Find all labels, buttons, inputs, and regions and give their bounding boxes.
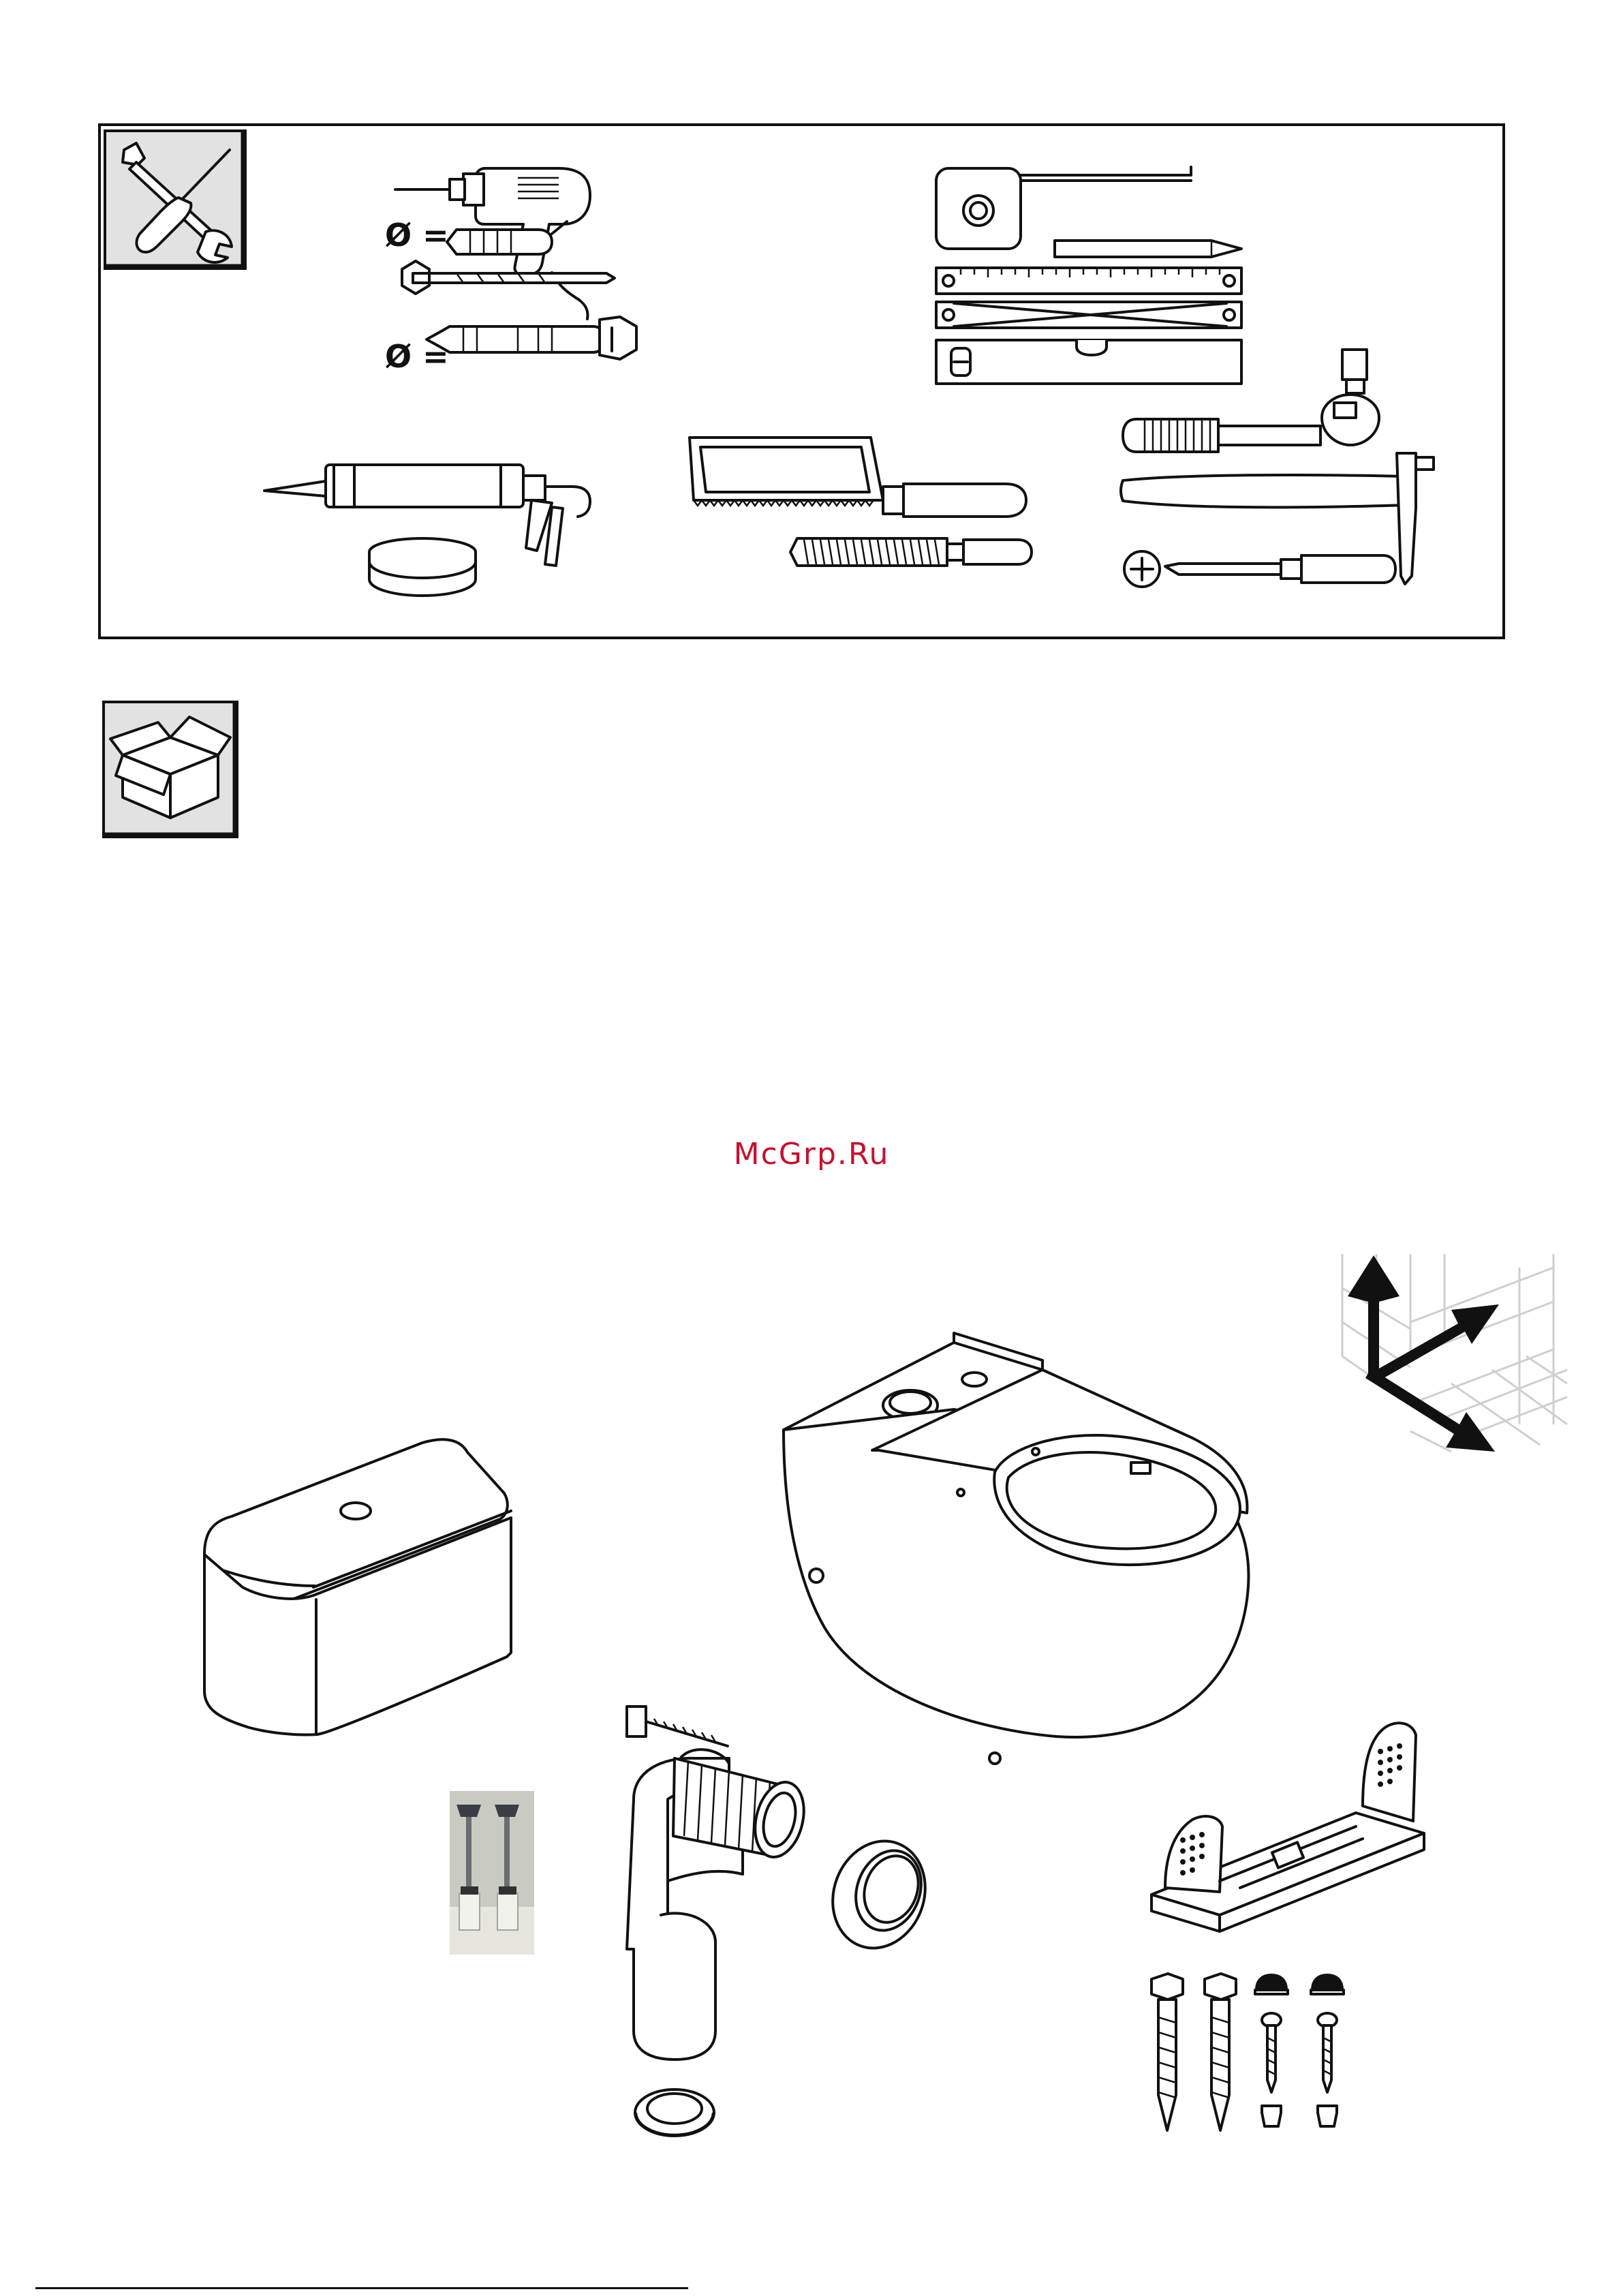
diameter-label-dowel: Ø = [385, 217, 449, 254]
ratchet-hammer-screwdriver-illustration [1117, 344, 1444, 603]
open-box-icon [102, 701, 238, 838]
tools-section-tile [104, 129, 247, 270]
cistern-illustration [198, 1421, 525, 1741]
page-bottom-rule [35, 2287, 688, 2289]
watermark-text: McGrp.Ru [0, 1137, 1623, 1172]
wrench-screwdriver-icon [104, 129, 247, 270]
contents-section-tile [102, 701, 238, 838]
saw-and-file-illustration [681, 429, 1036, 586]
seal-ring-illustration [818, 1833, 940, 1956]
axes-orientation-icon [1329, 1240, 1574, 1486]
diameter-label-anchor: Ø = [385, 338, 449, 375]
cistern-fixing-set-photo [450, 1791, 534, 1955]
caulking-gun-illustration [259, 436, 600, 600]
fixing-screws-illustration [1138, 1970, 1363, 2140]
pan-fixing-bracket-illustration [1145, 1717, 1438, 1935]
orientation-diagram [1329, 1240, 1574, 1486]
